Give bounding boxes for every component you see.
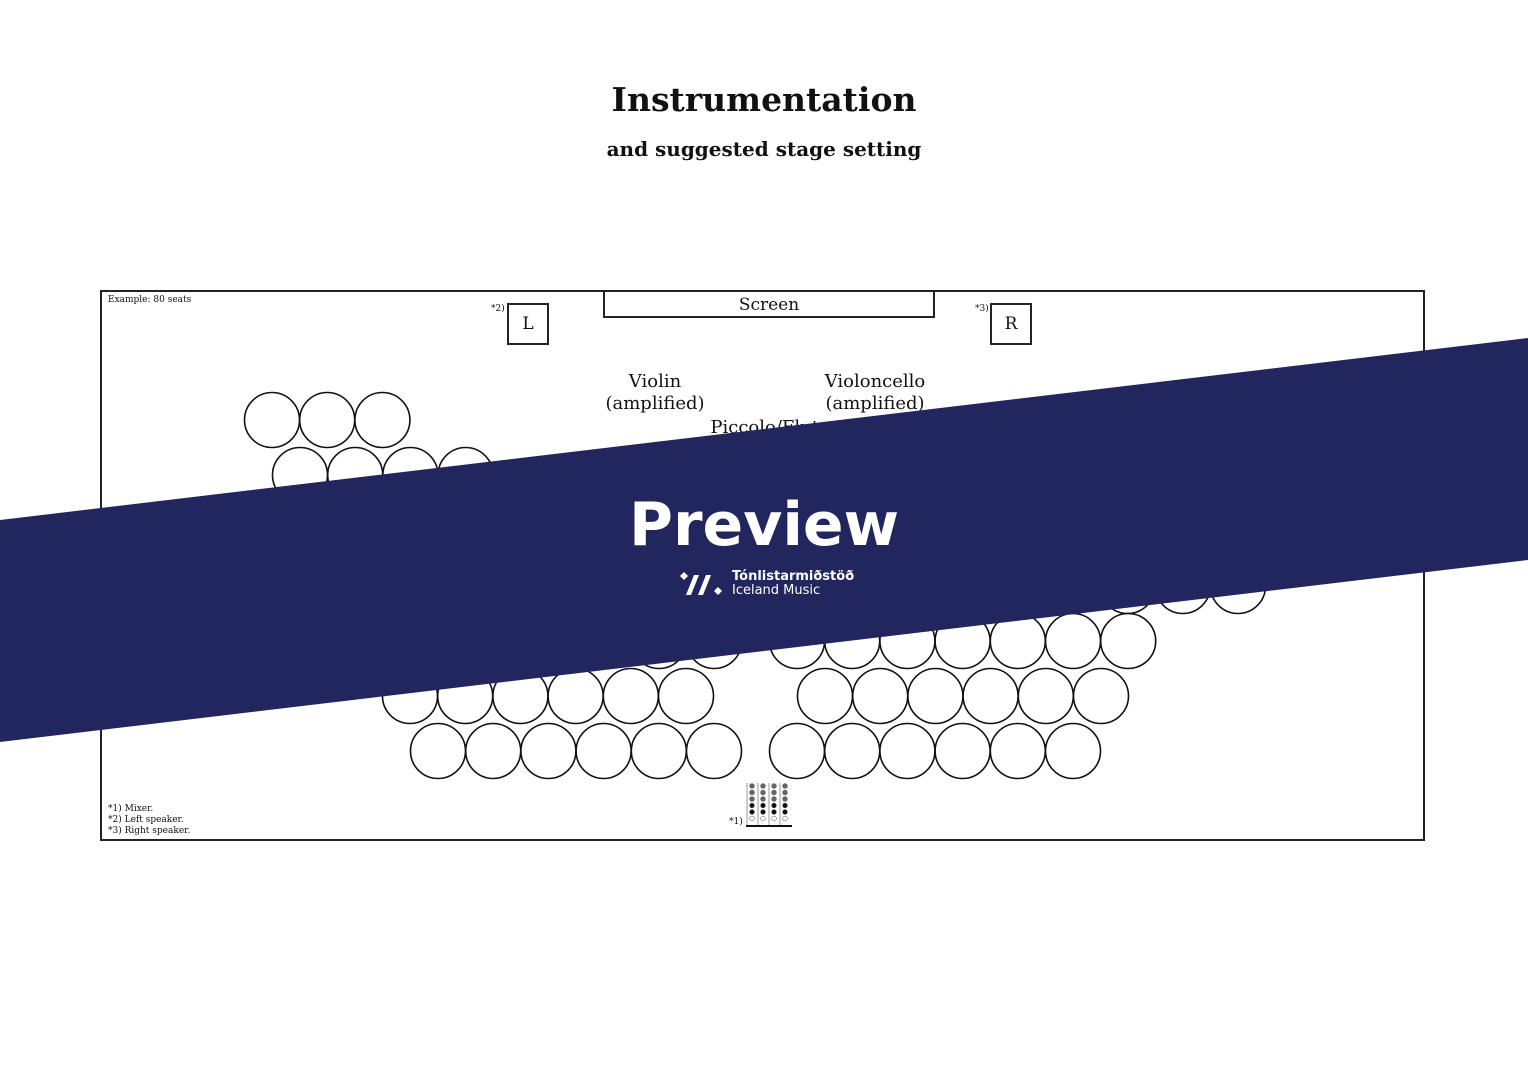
footnote-mixer: *1) Mixer. xyxy=(108,804,154,814)
page-subtitle: and suggested stage setting xyxy=(606,137,922,161)
footnote-right-speaker: *3) Right speaker. xyxy=(108,826,191,836)
left-speaker: L xyxy=(507,303,549,345)
brand-line-2: Iceland Music xyxy=(732,583,821,598)
footnotes: *1) Mixer. *2) Left speaker. *3) Right s… xyxy=(108,804,190,837)
preview-watermark: Preview xyxy=(628,490,900,560)
violin-name: Violin xyxy=(628,371,682,392)
cello-label: Violoncello (amplified) xyxy=(805,371,945,415)
cello-note: (amplified) xyxy=(825,393,925,414)
right-speaker-marker: *3) xyxy=(975,304,989,314)
seat xyxy=(1072,667,1130,725)
seat xyxy=(354,391,411,449)
seat xyxy=(657,667,715,725)
screen: Screen xyxy=(603,290,935,318)
brand-line-1: Tónlistarmiðstöð xyxy=(732,569,855,584)
right-speaker: R xyxy=(990,303,1032,345)
footnote-left-speaker: *2) Left speaker. xyxy=(108,815,184,825)
cello-name: Violoncello xyxy=(824,371,926,392)
violin-note: (amplified) xyxy=(605,393,705,414)
seat xyxy=(1099,612,1157,670)
left-speaker-marker: *2) xyxy=(491,304,505,314)
brand-logo: Tónlistarmiðstöð Iceland Music xyxy=(676,570,854,598)
brand-mark-icon xyxy=(680,572,722,595)
mixer-marker: *1) xyxy=(729,817,743,827)
seat xyxy=(685,722,743,780)
page-title: Instrumentation xyxy=(611,80,917,119)
seat xyxy=(1044,722,1102,780)
mixer-icon xyxy=(746,783,792,827)
violin-label: Violin (amplified) xyxy=(595,371,715,415)
seats-note: Example: 80 seats xyxy=(108,295,192,305)
